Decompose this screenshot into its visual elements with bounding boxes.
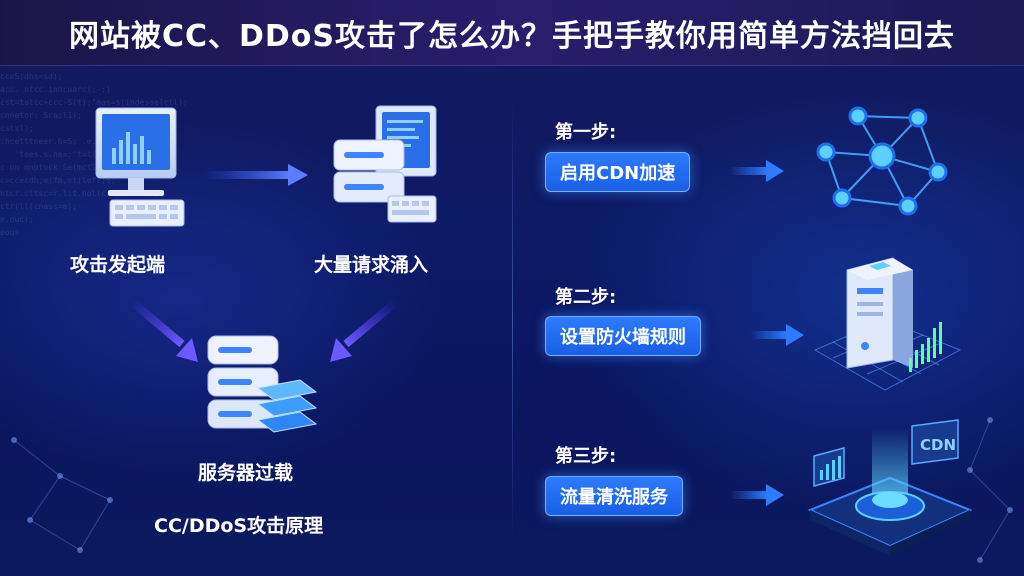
- section-divider: [512, 100, 513, 540]
- step3-heading: 第三步:: [555, 446, 617, 467]
- attacker-computer-icon: [95, 107, 185, 227]
- step2-action-button[interactable]: 设置防火墙规则: [545, 316, 701, 356]
- step1-action-button[interactable]: 启用CDN加速: [545, 152, 691, 192]
- request-server-icon: [333, 105, 437, 223]
- step3-arrow-icon: [730, 484, 784, 506]
- title-banner: 网站被CC、DDoS攻击了怎么办？手把手教你用简单方法挡回去: [0, 0, 1024, 66]
- firewall-server-icon: [813, 257, 962, 391]
- network-decoration-right: [967, 417, 1013, 563]
- attacker-label: 攻击发起端: [70, 254, 166, 276]
- code-background-decoration: cc=S(dns=sd); acc. ntcc.inncuarc(;-;) cs…: [0, 72, 188, 237]
- traffic-cleaning-platform-icon: CDN: [807, 419, 973, 556]
- network-nodes-icon: [816, 106, 948, 216]
- attack-principle-caption: CC/DDoS攻击原理: [154, 515, 324, 537]
- arrow-down-left-icon: [330, 298, 399, 362]
- network-decoration-left: [11, 437, 113, 553]
- flood-label: 大量请求涌入: [314, 254, 429, 276]
- overloaded-server-icon: [207, 335, 318, 433]
- step1-arrow-icon: [730, 160, 784, 182]
- arrow-down-right-icon: [129, 298, 198, 362]
- arrow-right-icon: [205, 164, 308, 186]
- server-overload-label: 服务器过载: [198, 462, 294, 484]
- step2-arrow-icon: [750, 324, 804, 346]
- step1-heading: 第一步:: [555, 122, 617, 143]
- step2-heading: 第二步:: [555, 287, 617, 308]
- page-title: 网站被CC、DDoS攻击了怎么办？手把手教你用简单方法挡回去: [68, 18, 956, 54]
- cdn-badge-text: CDN: [920, 436, 956, 454]
- step3-action-button[interactable]: 流量清洗服务: [545, 476, 683, 516]
